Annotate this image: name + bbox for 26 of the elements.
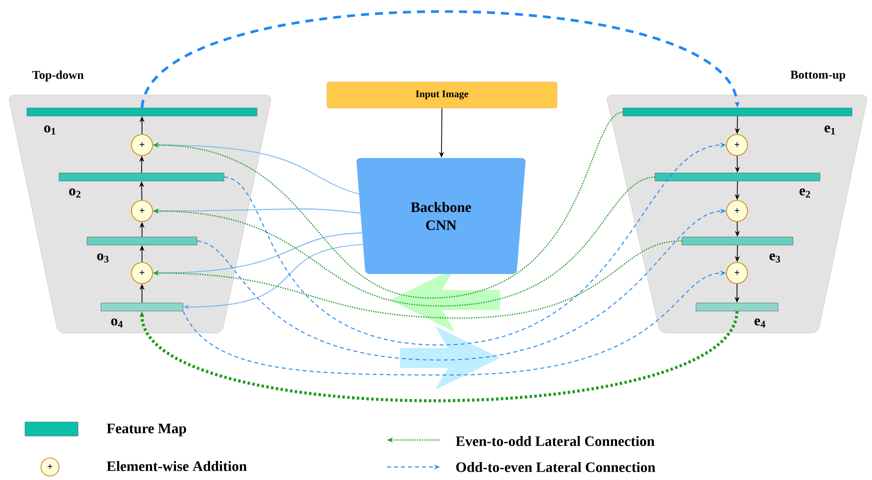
input-box: Input Image [326,82,558,108]
legend-text: Even-to-odd Lateral Connection [456,436,655,446]
node-label: o$_{1}$ [44,126,56,134]
node-label: e$_{3}$ [770,253,780,263]
feature-map: o$_{2}$ [58,172,224,198]
feature-map: e$_{4}$ [696,302,778,328]
node-label: e$_{1}$ [824,126,835,134]
node-label: o$_{3}$ [97,253,109,263]
feature-map: e$_{3}$ [682,236,794,263]
legend-text: Element-wise Addition [106,460,247,472]
feature-map: e$_{2}$ [654,172,820,198]
node-label: o$_{2}$ [69,188,80,198]
node-label: Bottom-up [790,70,846,82]
backbone-trapezoid: Backbone CNN [356,158,526,274]
dotted-arrow [139,310,738,402]
feature-map: o$_{4}$ [100,302,184,328]
legend-text: Odd-to-even Lateral Connection [456,462,656,472]
dashed-arrow [140,10,740,108]
node-label: e$_{4}$ [754,318,766,328]
feature-map: e$_{1}$ [622,108,852,134]
node-label: o$_{4}$ [111,318,123,328]
node-label: Top-down [32,70,84,82]
feature-map: o$_{1}$ [26,108,258,134]
feature-map: o$_{3}$ [86,236,198,263]
legend-text: Feature Map [106,424,186,436]
node-label: e$_{2}$ [800,188,810,198]
